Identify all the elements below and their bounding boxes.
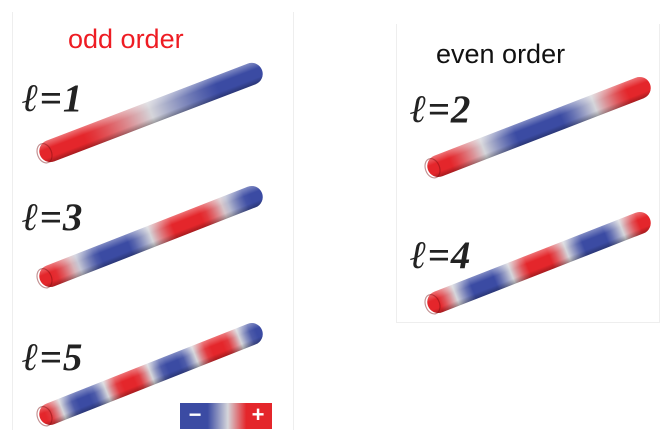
nanorod-l4: [424, 212, 651, 315]
nanorod-l3: [36, 186, 263, 289]
mode-label-l4: ℓ=4: [410, 234, 472, 277]
legend-minus-label: −: [188, 402, 202, 427]
nanorod-endcap-l2: [424, 157, 441, 179]
legend-plus-label: +: [251, 402, 265, 427]
odd-order-heading: odd order: [68, 24, 184, 54]
nanorod-shading-l5: [39, 323, 263, 425]
nanorod-shading-l1: [39, 62, 263, 163]
nanorod-shading-l3: [39, 186, 263, 287]
nanorod-shading-l4: [427, 212, 651, 313]
nanorod-l5: [36, 323, 263, 427]
charge-legend-gradient: [180, 403, 272, 429]
nanorod-endcap-l5: [36, 405, 53, 427]
nanorod-endcap-l3: [36, 267, 53, 289]
nanorod-endcap-l1: [36, 142, 53, 164]
mode-label-l1: ℓ=1: [22, 77, 84, 120]
mode-label-l2: ℓ=2: [410, 88, 472, 131]
even-order-heading: even order: [436, 39, 566, 69]
charge-legend: − +: [180, 403, 272, 429]
nanorod-l2: [424, 76, 651, 179]
nanorod-l1: [36, 62, 263, 164]
mode-label-l5: ℓ=5: [22, 336, 84, 379]
nanorod-shading-l2: [427, 76, 651, 178]
nanorod-endcap-l4: [424, 293, 441, 315]
mode-label-l3: ℓ=3: [22, 196, 84, 239]
